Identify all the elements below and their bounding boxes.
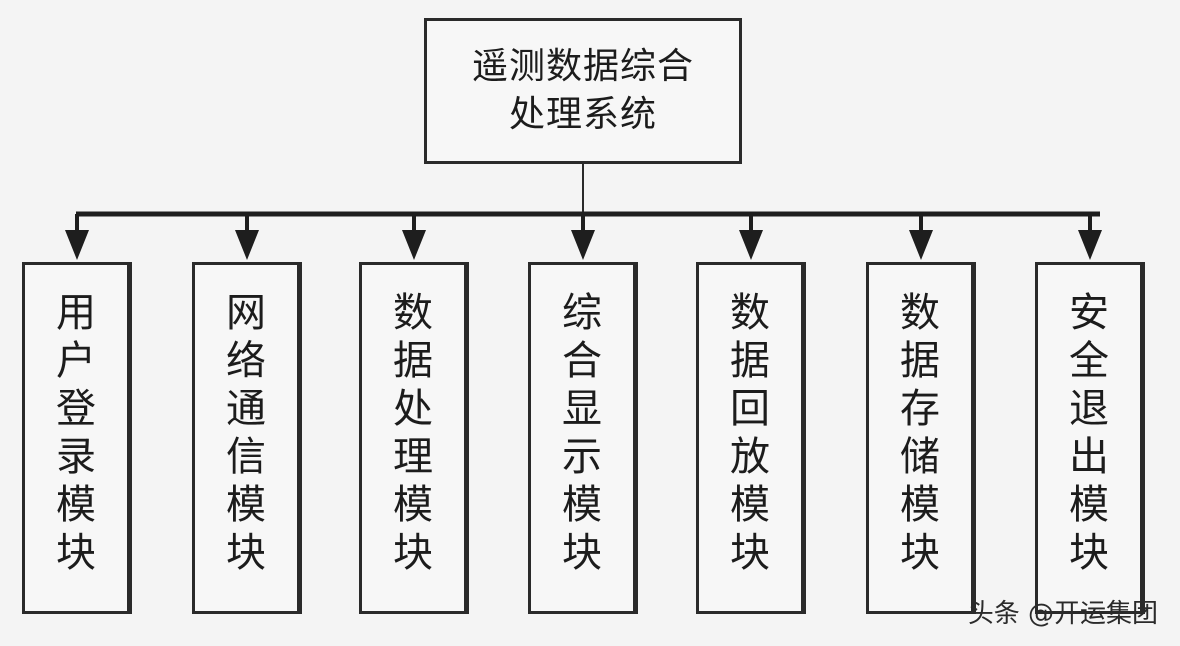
module-box-4: 综 合 显 示 模 块 — [528, 262, 638, 614]
module-char: 登 — [56, 386, 96, 432]
module-char: 据 — [900, 338, 940, 384]
module-char: 据 — [730, 338, 770, 384]
arrowhead-6 — [909, 230, 933, 260]
module-char: 块 — [393, 530, 433, 576]
module-char: 退 — [1069, 386, 1109, 432]
module-char: 处 — [393, 386, 433, 432]
arrowhead-5 — [739, 230, 763, 260]
module-char: 块 — [56, 530, 96, 576]
arrowhead-2 — [235, 230, 259, 260]
module-char: 块 — [900, 530, 940, 576]
module-char: 块 — [730, 530, 770, 576]
module-char: 模 — [562, 482, 602, 528]
module-char: 网 — [226, 290, 266, 336]
module-char: 合 — [562, 338, 602, 384]
module-box-6: 数 据 存 储 模 块 — [866, 262, 976, 614]
module-char: 模 — [56, 482, 96, 528]
module-box-1: 用 户 登 录 模 块 — [22, 262, 132, 614]
module-box-3: 数 据 处 理 模 块 — [359, 262, 469, 614]
module-char: 显 — [562, 386, 602, 432]
module-box-5: 数 据 回 放 模 块 — [696, 262, 806, 614]
module-box-2: 网 络 通 信 模 块 — [192, 262, 302, 614]
module-char: 据 — [393, 338, 433, 384]
module-char: 数 — [393, 290, 433, 336]
module-char: 录 — [56, 434, 96, 480]
module-char: 数 — [730, 290, 770, 336]
module-char: 用 — [56, 290, 96, 336]
module-char: 模 — [730, 482, 770, 528]
root-node: 遥测数据综合 处理系统 — [424, 18, 742, 164]
module-char: 示 — [562, 434, 602, 480]
module-char: 存 — [900, 386, 940, 432]
watermark: 头条 @开运集团 — [967, 599, 1158, 629]
module-char: 络 — [226, 338, 266, 384]
module-char: 户 — [56, 338, 96, 384]
drop-connectors — [65, 214, 1102, 260]
arrowhead-4 — [571, 230, 595, 260]
module-char: 模 — [1069, 482, 1109, 528]
module-char: 理 — [393, 434, 433, 480]
module-char: 全 — [1069, 338, 1109, 384]
root-title-line2: 处理系统 — [508, 94, 657, 135]
module-char: 数 — [900, 290, 940, 336]
root-title-line1: 遥测数据综合 — [471, 46, 694, 87]
module-char: 信 — [226, 434, 266, 480]
module-char: 储 — [900, 434, 940, 480]
module-char: 块 — [562, 530, 602, 576]
module-char: 模 — [900, 482, 940, 528]
module-char: 通 — [226, 386, 266, 432]
module-box-7: 安 全 退 出 模 块 — [1035, 262, 1145, 614]
arrowhead-1 — [65, 230, 89, 260]
module-char: 回 — [730, 386, 770, 432]
arrowhead-3 — [402, 230, 426, 260]
module-char: 模 — [393, 482, 433, 528]
module-char: 出 — [1069, 434, 1109, 480]
arrowhead-7 — [1078, 230, 1102, 260]
module-char: 块 — [1069, 530, 1109, 576]
module-char: 模 — [226, 482, 266, 528]
module-char: 综 — [562, 290, 602, 336]
module-char: 安 — [1069, 290, 1109, 336]
module-char: 块 — [226, 530, 266, 576]
module-char: 放 — [730, 434, 770, 480]
